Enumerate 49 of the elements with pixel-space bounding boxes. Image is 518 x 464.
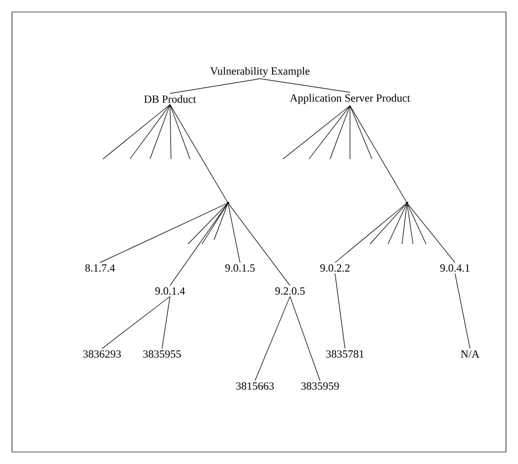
tree-label: Application Server Product xyxy=(290,94,410,104)
branch-line xyxy=(402,204,408,244)
tree-label: 3815663 xyxy=(236,382,274,390)
tree-label: 3836293 xyxy=(83,350,121,358)
branch-line xyxy=(260,78,350,93)
branch-line xyxy=(130,104,170,160)
branch-line xyxy=(330,105,350,160)
tree-label: 9.0.1.4 xyxy=(155,287,185,295)
tree-label: 9.0.2.2 xyxy=(320,264,350,272)
tree-label: 9.0.4.1 xyxy=(440,264,470,272)
tree-label: 3835959 xyxy=(301,382,339,390)
branch-line xyxy=(228,204,240,263)
branch-line xyxy=(350,105,372,160)
branch-line xyxy=(408,204,456,263)
branch-line xyxy=(334,204,406,263)
branch-line xyxy=(170,104,172,160)
branch-point xyxy=(406,202,408,204)
branch-line xyxy=(254,296,290,381)
branch-line xyxy=(388,204,407,244)
branch-line xyxy=(162,296,170,349)
branch-line xyxy=(150,104,170,160)
branch-line xyxy=(202,204,228,244)
branch-line xyxy=(214,204,228,240)
branch-line xyxy=(170,104,190,160)
branch-line xyxy=(188,204,228,244)
tree-label: 9.0.1.5 xyxy=(225,264,255,272)
branch-line xyxy=(350,105,407,202)
branch-line xyxy=(308,105,350,160)
branch-line xyxy=(407,204,426,244)
branch-line xyxy=(370,204,406,244)
branch-line xyxy=(334,273,346,349)
branch-line xyxy=(102,296,170,349)
branch-line xyxy=(290,296,320,381)
tree-label: DB Product xyxy=(144,95,196,103)
tree-label: 3835781 xyxy=(326,350,364,358)
branch-line xyxy=(454,273,470,349)
branch-line xyxy=(406,204,414,244)
branch-line xyxy=(170,104,228,202)
tree-label: 3835955 xyxy=(143,350,181,358)
branch-line xyxy=(282,105,350,160)
branch-line xyxy=(100,203,227,263)
tree-label: Vulnerability Example xyxy=(210,67,310,77)
tree-label: 9.2.0.5 xyxy=(275,287,305,295)
branch-line xyxy=(102,104,170,160)
tree-label: N/A xyxy=(460,350,480,358)
branch-line xyxy=(228,204,290,286)
branch-line xyxy=(170,78,260,94)
tree-label: 8.1.7.4 xyxy=(85,264,115,272)
branch-point xyxy=(226,202,230,204)
